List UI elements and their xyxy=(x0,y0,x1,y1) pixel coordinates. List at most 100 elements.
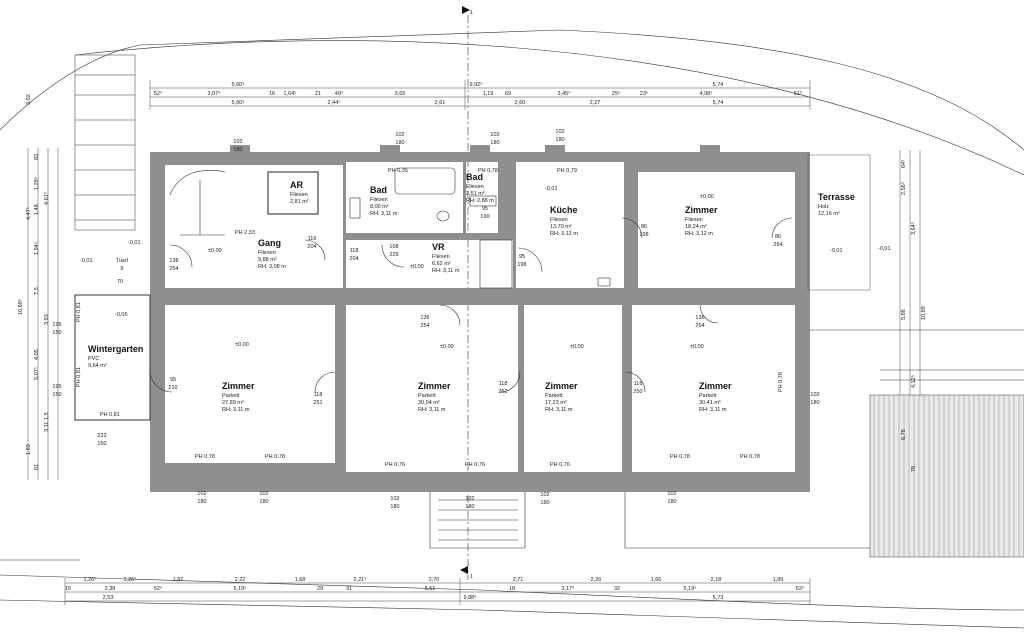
dim-right: 3,64⁵ xyxy=(910,222,917,235)
dim-right: 6,78 xyxy=(901,429,907,440)
room-height-zimmer2: RH: 3,11 m xyxy=(222,407,250,413)
section-mark-top xyxy=(462,6,470,14)
room-name-zimmer5: Zimmer xyxy=(699,381,732,391)
opening-size: 108 xyxy=(389,244,398,250)
opening-size: 95 xyxy=(482,206,488,212)
dim-top-2: 1,64⁵ xyxy=(284,90,297,97)
opening-size: 118 xyxy=(634,381,643,387)
opening-size: 102 xyxy=(490,132,499,138)
level-marker: ±0,00 xyxy=(235,342,249,348)
dim-left: 1,48 xyxy=(34,204,40,215)
opening-size: 210 xyxy=(168,385,177,391)
dimension-lines-left xyxy=(27,148,59,480)
room-height-zimmer1: RH: 3,12 m xyxy=(685,231,713,237)
dim-top-2: 25⁵ xyxy=(612,90,620,97)
parapet-height: PH 0,76 xyxy=(385,462,405,468)
parapet-height: PH 0,78 xyxy=(740,454,760,460)
room-floor-bad1: Fliesen xyxy=(370,197,388,203)
dim-bottom-1: 1,89 xyxy=(773,577,784,583)
opening-size: 136 xyxy=(420,315,429,321)
dim-top-1: 5,74 xyxy=(713,82,724,88)
room-floor-zimmer2: Parkett xyxy=(222,393,240,399)
level-marker: ±0,00 xyxy=(570,344,584,350)
opening-size: 250 xyxy=(633,389,642,395)
dim-left: 3,02 xyxy=(26,94,32,105)
dim-bottom-2: 31 xyxy=(346,586,352,592)
room-name-bad2: Bad xyxy=(466,172,483,182)
opening-size: 102 xyxy=(390,496,399,502)
room-height-bad1: RH: 3,11 m xyxy=(370,211,398,217)
dim-bottom-2: 15 xyxy=(65,586,71,592)
opening-size: 204 xyxy=(349,256,358,262)
dim-top-2: 69 xyxy=(505,91,511,97)
dimension-lines-top xyxy=(149,80,811,110)
level-marker: ±0,00 xyxy=(208,248,222,254)
room-floor-zimmer5: Parkett xyxy=(699,393,717,399)
opening-size: 102 xyxy=(667,491,676,497)
room-name-zimmer4: Zimmer xyxy=(545,381,578,391)
dim-bottom-1: 1,82 xyxy=(173,577,184,583)
level-marker: ±0,00 xyxy=(440,344,454,350)
parapet-height: PH 0,78 xyxy=(265,454,285,460)
room-height-kueche: RH: 3,12 m xyxy=(550,231,578,237)
level-marker: -0,01 xyxy=(128,240,141,246)
room-name-terrasse: Terrasse xyxy=(818,192,855,202)
level-marker: ±0,00 xyxy=(700,194,714,200)
opening-size: 180 xyxy=(555,137,564,143)
dim-bottom-2: 18 xyxy=(509,586,515,592)
parapet-height: PH 0,76 xyxy=(465,462,485,468)
room-height-zimmer3: RH: 3,11 m xyxy=(418,407,446,413)
opening-size: 86 xyxy=(775,234,781,240)
room-floor-bad2: Fliesen xyxy=(466,184,484,190)
dim-bottom-1: 2,22 xyxy=(235,577,246,583)
opening-size: 150 xyxy=(97,441,106,447)
dim-top-2: 49⁵ xyxy=(335,90,343,97)
dim-right: 10,89 xyxy=(921,306,927,320)
dim-left: 5,07⁵ xyxy=(33,367,40,380)
dim-top-3: 5,74 xyxy=(713,100,724,106)
opening-size: 95 xyxy=(519,254,525,260)
room-area-bad1: 8,00 m² xyxy=(370,204,389,210)
opening-size: 180 xyxy=(810,400,819,406)
opening-size: 180 xyxy=(465,504,474,510)
opening-size: 254 xyxy=(695,323,704,329)
dim-bottom-2: 3,17⁵ xyxy=(562,585,575,592)
room-height-vr: RH: 3,11 m xyxy=(432,268,460,274)
parapet-height: PH 0,79 xyxy=(557,168,577,174)
room-name-zimmer1: Zimmer xyxy=(685,205,718,215)
room-name-zimmer2: Zimmer xyxy=(222,381,255,391)
opening-size: 150 xyxy=(52,392,61,398)
opening-size: 198 xyxy=(517,262,526,268)
dim-top-3: 2,61 xyxy=(435,100,446,106)
room-name-gang: Gang xyxy=(258,238,281,248)
room-floor-terrasse: Holz xyxy=(818,204,829,210)
room-area-vr: 6,62 m² xyxy=(432,261,451,267)
room-name-wintergarten: Wintergarten xyxy=(88,344,143,354)
room-area-terrasse: 12,16 m² xyxy=(818,211,840,217)
opening-size: 180 xyxy=(395,140,404,146)
opening-size: 102 xyxy=(555,129,564,135)
opening-size: 180 xyxy=(390,504,399,510)
room-area-zimmer5: 30,41 m² xyxy=(699,400,721,406)
dim-top-3: 2,60 xyxy=(515,100,526,106)
opening-size: 102 xyxy=(259,491,268,497)
opening-size: 102 xyxy=(233,139,242,145)
room-floor-zimmer1: Fliesen xyxy=(685,217,703,223)
dim-bottom-2: 5,61 xyxy=(425,586,436,592)
dim-left: 61 xyxy=(34,464,40,470)
parapet-height: PH 0,76 xyxy=(778,372,784,392)
room-floor-wintergarten: PVC xyxy=(88,356,99,362)
room-name-kueche: Küche xyxy=(550,205,578,215)
dim-bottom-1: 1,66 xyxy=(651,577,662,583)
room-name-vr: VR xyxy=(432,242,445,252)
opening-size: 180 xyxy=(540,500,549,506)
dim-bottom-3: 9,88⁵ xyxy=(464,594,477,601)
dim-bottom-1: 1,68 xyxy=(295,577,306,583)
opening-size: 102 xyxy=(540,492,549,498)
opening-size: 180 xyxy=(490,140,499,146)
dim-top-3: 2,27 xyxy=(590,100,601,106)
dim-top-2: 23⁵ xyxy=(640,90,648,97)
room-name-zimmer3: Zimmer xyxy=(418,381,451,391)
opening-size: 180 xyxy=(259,499,268,505)
